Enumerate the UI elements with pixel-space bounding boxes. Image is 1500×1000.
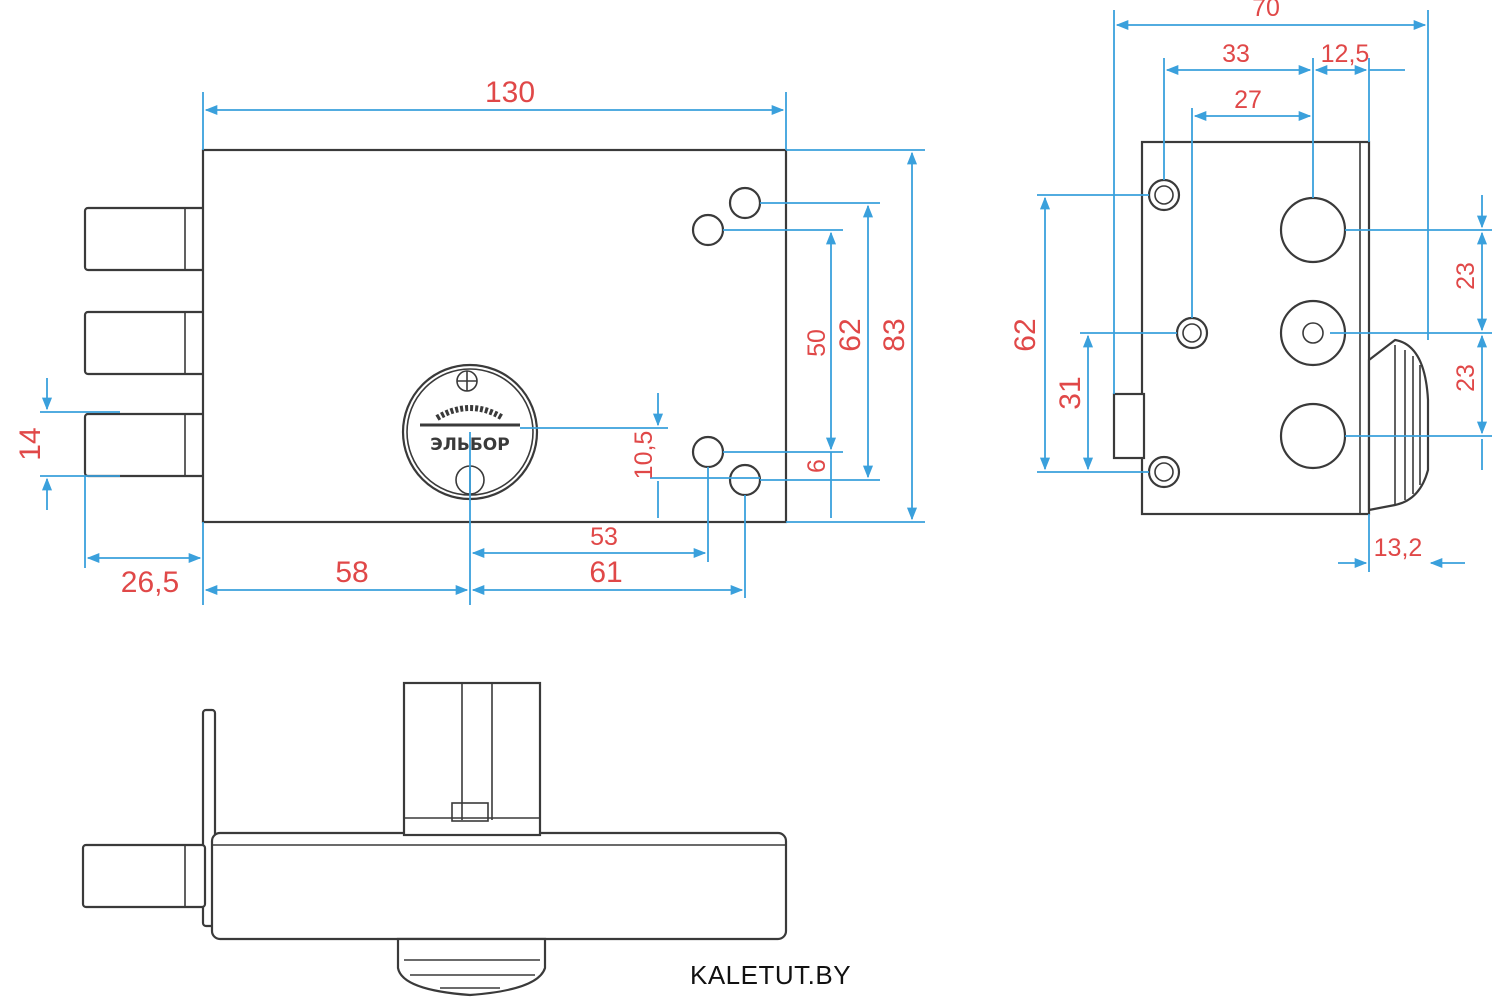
mount-hole-2 bbox=[691, 213, 725, 247]
dim-62-side: 62 bbox=[1009, 318, 1042, 351]
top-view bbox=[81, 681, 788, 997]
bolt-top bbox=[83, 206, 207, 272]
dim-27: 27 bbox=[1234, 86, 1262, 114]
cylinder-knob-top bbox=[396, 937, 547, 997]
lock-body-top bbox=[210, 831, 788, 941]
side-view: 70 33 12,5 27 62 31 23 23 bbox=[1009, 0, 1492, 572]
dim-70: 70 bbox=[1252, 0, 1280, 22]
dim-130: 130 bbox=[485, 76, 535, 109]
dim-50: 50 bbox=[803, 329, 831, 357]
dim-33: 33 bbox=[1222, 40, 1250, 68]
dim-53: 53 bbox=[590, 523, 618, 551]
side-hole-1 bbox=[1147, 178, 1181, 212]
bolt-head-bottom bbox=[1279, 402, 1347, 470]
mount-hole-4 bbox=[728, 463, 762, 497]
bolt-bottom bbox=[83, 412, 207, 478]
dim-31: 31 bbox=[1054, 376, 1087, 409]
cylinder-side bbox=[1367, 338, 1430, 512]
cylinder-housing-top bbox=[402, 681, 542, 837]
watermark: KALETUT.BY bbox=[690, 960, 852, 990]
bolt-top-view bbox=[81, 843, 207, 909]
dim-26-5: 26,5 bbox=[121, 566, 179, 599]
front-view: ЭЛЬБОР 130 83 62 50 6 10,5 bbox=[14, 76, 925, 605]
dim-12-5: 12,5 bbox=[1321, 40, 1370, 68]
dim-23-upper: 23 bbox=[1452, 262, 1480, 290]
dim-83: 83 bbox=[878, 318, 911, 351]
dim-6: 6 bbox=[803, 459, 831, 473]
bolt-middle bbox=[83, 310, 207, 376]
mount-hole-3 bbox=[691, 435, 725, 469]
side-hole-2 bbox=[1175, 316, 1209, 350]
dim-10-5: 10,5 bbox=[630, 431, 658, 480]
mount-hole-1 bbox=[728, 186, 762, 220]
dim-13-2: 13,2 bbox=[1374, 534, 1423, 562]
dim-61: 61 bbox=[589, 556, 622, 589]
dim-23-lower: 23 bbox=[1452, 364, 1480, 392]
dim-58: 58 bbox=[335, 556, 368, 589]
side-hole-3 bbox=[1147, 455, 1181, 489]
bolt-head-top bbox=[1279, 196, 1347, 264]
dim-14: 14 bbox=[14, 427, 47, 460]
dim-62-front: 62 bbox=[834, 318, 867, 351]
